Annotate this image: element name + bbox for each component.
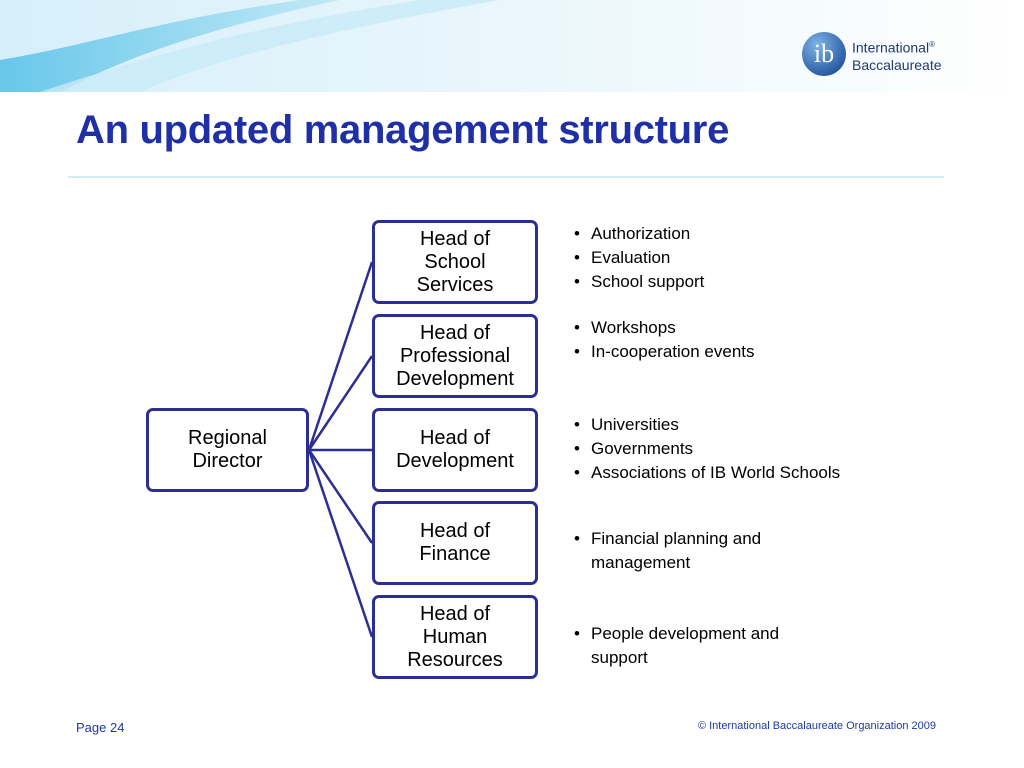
bullet-item: Universities: [566, 413, 840, 437]
bullet-item: Authorization: [566, 222, 704, 246]
ib-logo-text: International® Baccalaureate: [852, 36, 942, 74]
bullet-item: Governments: [566, 437, 840, 461]
connector-line-4: [307, 449, 374, 638]
page-title: An updated management structure: [76, 108, 730, 152]
connector-line-0: [307, 261, 374, 451]
bullet-item: Workshops: [566, 316, 755, 340]
connector-line-3: [307, 449, 374, 544]
header-banner: [0, 0, 1024, 92]
bullet-item: Financial planning and management: [566, 527, 761, 575]
logo-line-1: International: [852, 39, 930, 56]
node-head-of-school-services: Head of School Services: [372, 220, 538, 304]
bullet-item: Evaluation: [566, 246, 704, 270]
node-head-of-professional-development: Head of Professional Development: [372, 314, 538, 398]
responsibilities-finance: Financial planning and management: [566, 503, 761, 599]
bullet-item: Associations of IB World Schools: [566, 461, 840, 485]
bullet-item: School support: [566, 270, 704, 294]
node-head-of-finance: Head of Finance: [372, 501, 538, 585]
ib-logo-icon: ib: [802, 32, 846, 76]
bullet-item: In-cooperation events: [566, 340, 755, 364]
bullet-item: People development and support: [566, 622, 779, 670]
ib-logo: ib International® Baccalaureate: [800, 30, 960, 82]
title-divider: [68, 176, 944, 178]
logo-registered: ®: [929, 40, 935, 49]
node-head-of-development: Head of Development: [372, 408, 538, 492]
ib-logo-mark: ib: [814, 39, 834, 68]
node-regional-director: Regional Director: [146, 408, 309, 492]
responsibilities-school-services: Authorization Evaluation School support: [566, 222, 704, 294]
copyright-notice: © International Baccalaureate Organizati…: [697, 720, 936, 732]
node-head-of-human-resources: Head of Human Resources: [372, 595, 538, 679]
responsibilities-professional-development: Workshops In-cooperation events: [566, 316, 755, 364]
responsibilities-development: Universities Governments Associations of…: [566, 413, 840, 485]
page-number: Page 24: [76, 720, 125, 735]
responsibilities-human-resources: People development and support: [566, 598, 779, 694]
logo-line-2: Baccalaureate: [852, 56, 942, 73]
connector-line-1: [307, 355, 374, 451]
